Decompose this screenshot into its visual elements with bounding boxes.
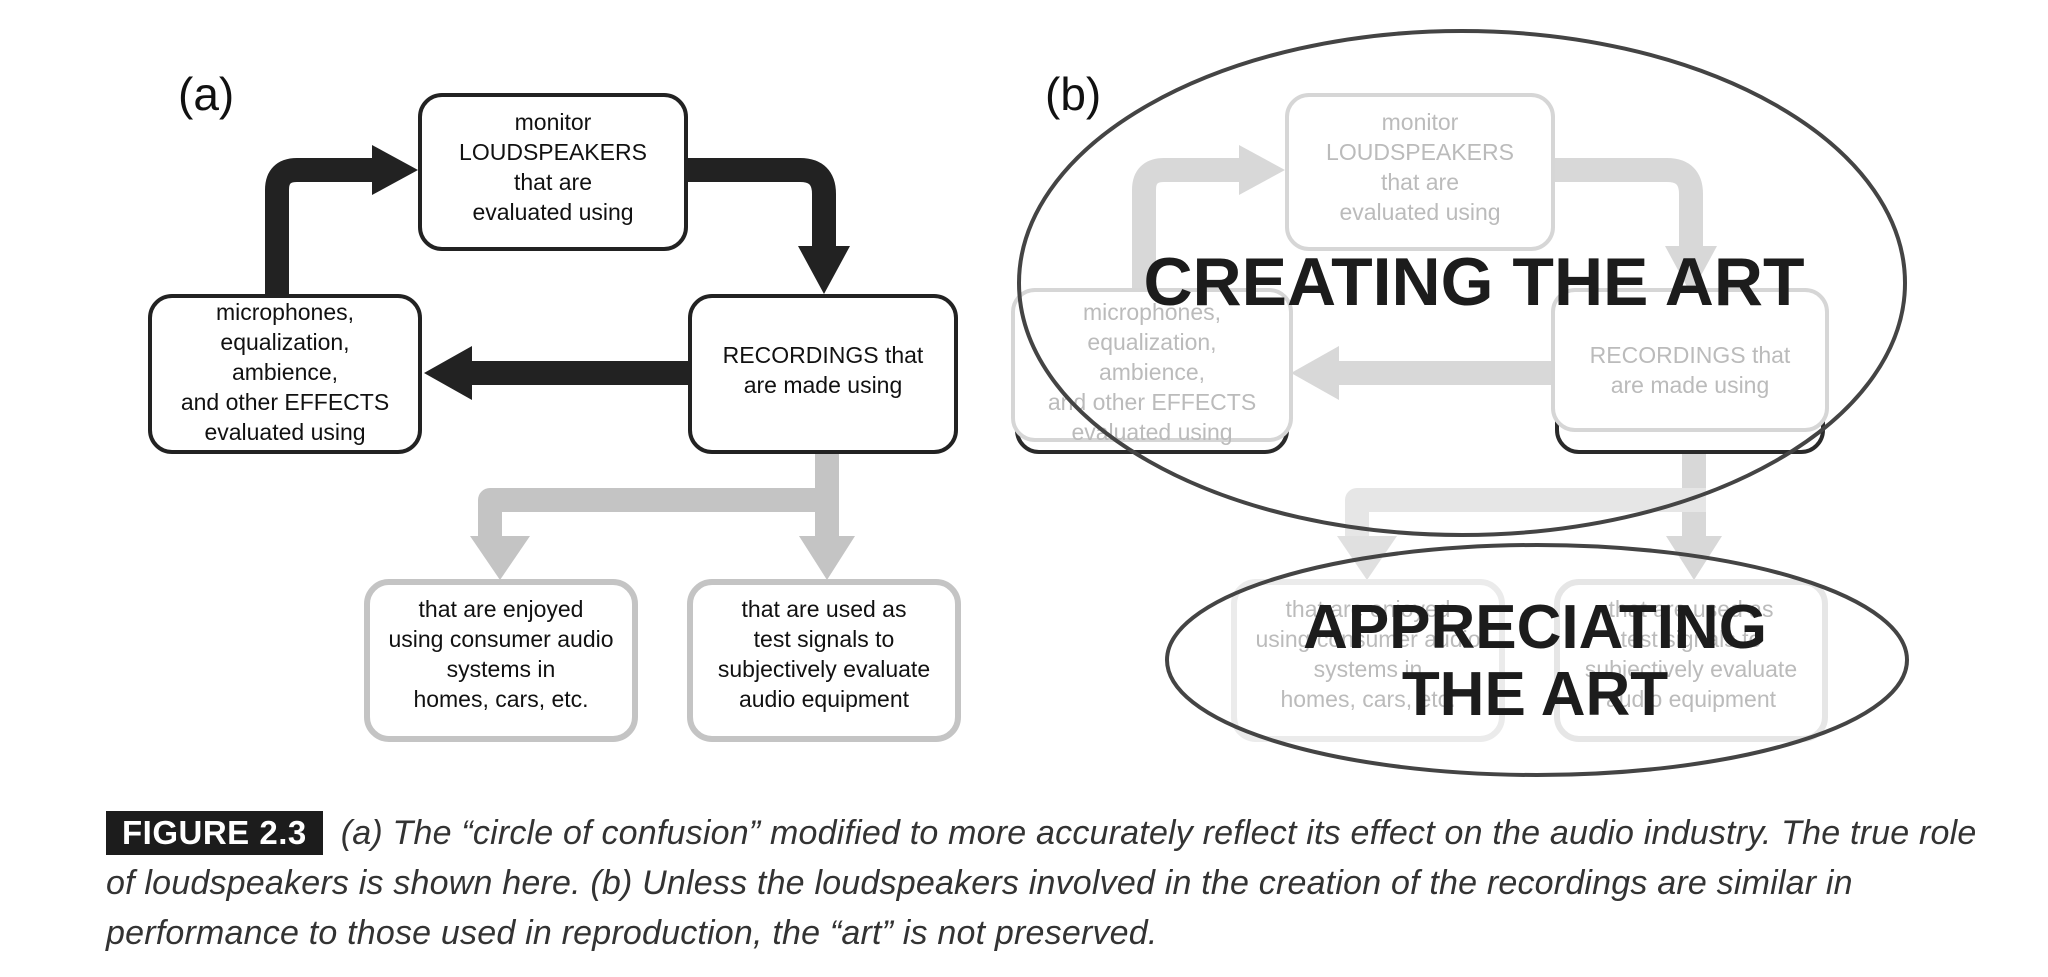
b-box-effects-text-line-2: equalization,	[1087, 329, 1216, 355]
box-recordings	[688, 294, 958, 454]
b-box-monitor-text-line-4: evaluated using	[1339, 199, 1500, 225]
box-effects-text-line-5: evaluated using	[204, 419, 365, 445]
label-appreciating-the-art-line-2: THE ART	[1402, 660, 1668, 729]
b-box-test-signals	[1554, 579, 1828, 742]
b-arrowhead-effects	[1291, 346, 1339, 400]
b-box-monitor-text-line-3: that are	[1381, 169, 1459, 195]
b-box-test-text-line-2: test signals to	[1621, 626, 1762, 652]
box-monitor-text-line-1: monitor	[515, 109, 592, 135]
arrowhead-recordings	[798, 246, 850, 294]
box-effects-text-line-3: ambience,	[232, 359, 338, 385]
b-arrowhead-recordings	[1665, 246, 1717, 294]
box-monitor-loudspeakers	[418, 93, 688, 251]
figure-label: FIGURE 2.3	[106, 811, 323, 855]
b-box-enjoyed-text-line-1: that are enjoyed	[1286, 596, 1451, 622]
label-appreciating-the-art-line-1: APPRECIATING	[1303, 593, 1767, 662]
box-test-text-line-3: subjectively evaluate	[718, 656, 930, 682]
box-recordings-text-line-1: RECORDINGS that	[723, 342, 924, 368]
b-arrow-effects-to-monitor	[1132, 158, 1247, 296]
ellipse-creating-the-art	[1017, 29, 1907, 537]
box-recordings-text-line-2: are made using	[744, 372, 903, 398]
arrowhead-test	[799, 536, 855, 580]
label-creating-the-art-line-1: CREATING THE ART	[1143, 244, 1804, 320]
b-arrowhead-monitor	[1239, 145, 1285, 195]
box-effects-text-line-4: and other EFFECTS	[181, 389, 389, 415]
box-test-text-line-4: audio equipment	[739, 686, 910, 712]
box-effects-text-line-1: microphones,	[216, 299, 354, 325]
caption-text: (a) The “circle of confusion” modified t…	[106, 814, 1977, 952]
arrow-monitor-to-recordings	[686, 158, 836, 250]
arrow-effects-to-monitor	[265, 158, 380, 296]
box-monitor-text-line-3: that are	[514, 169, 592, 195]
box-test-text-line-2: test signals to	[754, 626, 895, 652]
panel-b-label: (b)	[1045, 68, 1101, 120]
b-box-enjoyed-text-line-2: using consumer audio	[1255, 626, 1480, 652]
box-enjoyed-text-line-1: that are enjoyed	[419, 596, 584, 622]
b-box-enjoyed-text-line-3: systems in	[1314, 656, 1423, 682]
b-box-enjoyed-text-line-4: homes, cars, etc.	[1280, 686, 1455, 712]
box-test-signals	[687, 579, 961, 742]
b-box-test-text-line-1: that are used as	[1609, 596, 1774, 622]
b-box-effects-text-line-3: ambience,	[1099, 359, 1205, 385]
box-enjoyed-text-line-2: using consumer audio	[388, 626, 613, 652]
b-box-effects-text-line-5: evaluated using	[1071, 419, 1232, 445]
b-box-enjoyed	[1231, 579, 1505, 742]
b-box-effects-text-line-1: microphones,	[1083, 299, 1221, 325]
b-box-recordings-text-line-2: are made using	[1611, 372, 1770, 398]
figure-caption: FIGURE 2.3(a) The “circle of confusion” …	[106, 808, 2006, 958]
b-arrow-monitor-to-recordings	[1553, 158, 1703, 250]
b-box-effects	[1011, 288, 1293, 442]
b-box-test-text-line-3: subjectively evaluate	[1585, 656, 1797, 682]
b-arrow-branch-to-enjoyed	[1345, 488, 1706, 536]
b-box-monitor-text-line-2: LOUDSPEAKERS	[1326, 139, 1514, 165]
b-box-test-text-line-4: audio equipment	[1606, 686, 1777, 712]
box-effects	[148, 294, 422, 454]
box-monitor-text-line-2: LOUDSPEAKERS	[459, 139, 647, 165]
box-enjoyed-text-line-3: systems in	[447, 656, 556, 682]
arrowhead-effects	[424, 346, 472, 400]
box-enjoyed-text-line-4: homes, cars, etc.	[413, 686, 588, 712]
b-box-monitor-loudspeakers	[1285, 93, 1555, 251]
box-effects-text-line-2: equalization,	[220, 329, 349, 355]
arrowhead-enjoyed	[470, 536, 530, 580]
arrowhead-monitor	[372, 145, 418, 195]
ellipse-appreciating-the-art	[1165, 543, 1909, 777]
box-enjoyed	[364, 579, 638, 742]
box-test-text-line-1: that are used as	[742, 596, 907, 622]
b-box-monitor-text-line-1: monitor	[1382, 109, 1459, 135]
panel-a-label: (a)	[178, 68, 234, 120]
box-monitor-text-line-4: evaluated using	[472, 199, 633, 225]
b-box-recordings-text-line-1: RECORDINGS that	[1590, 342, 1791, 368]
b-box-recordings	[1551, 288, 1829, 432]
b-arrowhead-test	[1666, 536, 1722, 580]
arrow-branch-to-enjoyed	[478, 488, 839, 536]
